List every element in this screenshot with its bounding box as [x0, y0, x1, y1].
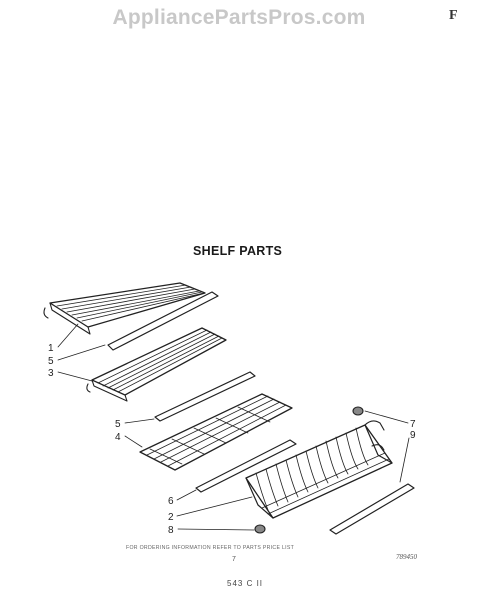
corner-mark: F	[449, 8, 458, 23]
callout-6: 6	[168, 496, 174, 507]
site-watermark: AppliancePartsPros.com	[112, 6, 366, 29]
footer-number: 7	[232, 556, 236, 563]
shelf-rail-middle	[154, 371, 256, 422]
basket-slide-rail	[329, 483, 415, 535]
roller-8	[254, 524, 266, 534]
shelf-rail-lower	[195, 439, 297, 493]
page-code: 543 C II	[227, 579, 264, 588]
shelf-2	[86, 327, 227, 402]
drawing-number: 789450	[396, 553, 417, 561]
callout-7: 7	[410, 419, 416, 430]
callout-4: 4	[115, 432, 121, 443]
shelf-4	[139, 393, 293, 471]
callout-8: 8	[168, 525, 174, 536]
shelf-rail-top	[107, 291, 219, 351]
callout-9: 9	[410, 430, 416, 441]
callout-5b: 5	[115, 419, 121, 430]
callout-5a: 5	[48, 356, 54, 367]
ordering-note: FOR ORDERING INFORMATION REFER TO PARTS …	[126, 545, 295, 551]
roller-7	[352, 406, 364, 416]
callout-2: 2	[168, 512, 174, 523]
wire-basket	[245, 420, 393, 519]
diagram-title: SHELF PARTS	[193, 244, 283, 258]
leader-lines	[57, 323, 410, 531]
callout-3: 3	[48, 368, 54, 379]
shelf-1	[43, 282, 206, 335]
callout-1: 1	[48, 343, 54, 354]
